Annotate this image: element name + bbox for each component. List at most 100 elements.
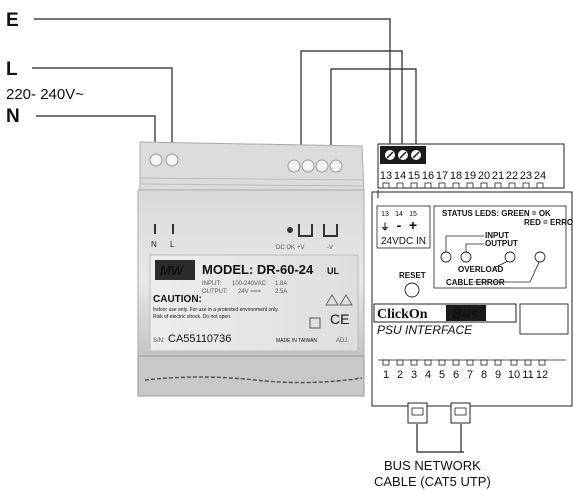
- led-input-label: INPUT: [485, 231, 509, 240]
- rj45-ports: [407, 402, 471, 424]
- voltage-label: 220- 240V~: [6, 86, 84, 103]
- bottom-terminal-tooth: [480, 359, 488, 366]
- top-terminal-21: 21: [492, 170, 504, 182]
- psu-output-label: OUTPUT:: [202, 289, 228, 295]
- bottom-terminal-tooth: [466, 359, 474, 366]
- top-terminal-tooth: [494, 182, 502, 189]
- meanwell-logo: [155, 260, 195, 280]
- bus-network-line-1: BUS NETWORK: [384, 458, 481, 473]
- top-terminal-tooth: [424, 182, 432, 189]
- serial-label: S/N:: [153, 338, 165, 344]
- mini-terminal-13: 13: [381, 211, 389, 218]
- psu-ac-screws: [149, 153, 179, 167]
- bottom-terminal-tooth: [524, 359, 532, 366]
- mini-terminal-symbol: -: [397, 217, 402, 233]
- bottom-terminal-6: 6: [453, 369, 459, 381]
- bottom-terminal-tooth: [510, 359, 518, 366]
- status-led-box: [433, 205, 567, 289]
- module-label-window: [519, 303, 569, 335]
- bottom-terminal-3: 3: [411, 369, 417, 381]
- top-terminal-tooth: [466, 182, 474, 189]
- live-label: L: [6, 59, 18, 80]
- psu-output-value: 24V ===: [238, 289, 261, 295]
- bus-cable-left: [416, 424, 464, 453]
- led-cable-error-label: CABLE ERROR: [446, 278, 505, 287]
- top-terminal-tooth: [382, 182, 390, 189]
- psu-output-current: 2.5A: [275, 289, 287, 295]
- reset-label: RESET: [399, 271, 426, 280]
- top-terminal-tooth: [508, 182, 516, 189]
- bus-network-line-2: CABLE (CAT5 UTP): [374, 474, 491, 489]
- bottom-terminal-tooth: [424, 359, 432, 366]
- top-terminal-24: 24: [534, 170, 546, 182]
- caution-line-2: Risk of electric shock. Do not open.: [153, 314, 231, 320]
- caution-line-1: Indoor use only. For use in a protected …: [153, 307, 279, 313]
- psu-input-current: 1.8A: [275, 281, 287, 287]
- bottom-terminal-tooth: [452, 359, 460, 366]
- status-leds-line-1: STATUS LEDS: GREEN = OK: [442, 209, 551, 218]
- status-leds-line-2: RED = ERROR: [524, 218, 573, 227]
- bottom-terminal-1: 1: [383, 369, 389, 381]
- psu-din-rail-clip: [144, 376, 363, 384]
- psu-terminal-n-label: N: [151, 240, 157, 249]
- brand-bus-box: [446, 305, 486, 321]
- psu-bottom-housing: [137, 355, 365, 397]
- live-wire: [32, 67, 173, 144]
- psu-input-value: 100-240VAC: [232, 281, 267, 287]
- dc-minus-wire: [330, 68, 417, 156]
- top-terminal-19: 19: [464, 170, 476, 182]
- top-terminal-13: 13: [380, 170, 392, 182]
- led-overload-label: OVERLOAD: [458, 265, 504, 274]
- bottom-terminal-7: 7: [467, 369, 473, 381]
- top-terminal-23: 23: [520, 170, 532, 182]
- mini-terminal-labels: 13⏚14-15+: [380, 211, 417, 233]
- top-terminal-tooth: [536, 182, 544, 189]
- brand-bus: Bus: [452, 305, 479, 321]
- reset-button[interactable]: [404, 282, 420, 298]
- power-supply-unit: N L DC OK +V -V MW MODEL: DR-60-24 INPUT…: [137, 141, 365, 397]
- mini-terminal-box: [376, 205, 431, 249]
- top-terminal-22: 22: [506, 170, 518, 182]
- bottom-terminal-8: 8: [481, 369, 487, 381]
- brand-clickon: ClickOn: [377, 307, 428, 322]
- ce-mark: CE: [330, 311, 349, 327]
- serial-number: CA55110736: [168, 333, 231, 345]
- bottom-terminal-10: 10: [508, 369, 520, 381]
- wires: [32, 18, 464, 453]
- neutral-wire: [36, 115, 156, 144]
- psu-interface-subtitle: PSU INTERFACE: [377, 323, 473, 337]
- earth-wire: [34, 18, 391, 148]
- top-terminal-tooth: [522, 182, 530, 189]
- top-terminal-14: 14: [394, 170, 406, 182]
- caution-title: CAUTION:: [153, 294, 202, 305]
- psu-dc-screws: [287, 159, 343, 173]
- dc-ok-label: DC OK: [276, 245, 295, 251]
- led-cable-error: [534, 251, 546, 263]
- adj-pot-box: [309, 317, 321, 329]
- led-overload: [504, 251, 516, 263]
- top-terminal-tooth: [452, 182, 460, 189]
- psu-dc-slots: [287, 224, 338, 237]
- made-in-taiwan: MADE IN TAIWAN: [276, 338, 317, 344]
- plus-v-label: +V: [297, 245, 305, 251]
- terminal-screw-slots: [386, 151, 420, 159]
- top-terminal-tooth: [480, 182, 488, 189]
- adj-label: ADJ.: [336, 338, 349, 344]
- dc-plus-wire: [300, 50, 403, 156]
- bottom-terminal-5: 5: [439, 369, 445, 381]
- led-input: [440, 251, 452, 263]
- mini-terminal-symbol: ⏚: [380, 222, 389, 232]
- mini-terminal-14: 14: [395, 211, 403, 218]
- ul-mark: UL: [327, 266, 339, 276]
- led-output-label: OUTPUT: [485, 239, 518, 248]
- bottom-terminal-tooth: [410, 359, 418, 366]
- top-terminal-20: 20: [478, 170, 490, 182]
- top-terminal-16: 16: [422, 170, 434, 182]
- warning-icons: [325, 294, 353, 306]
- bottom-terminal-tooth: [382, 359, 390, 366]
- top-terminal-tooth: [410, 182, 418, 189]
- psu-top-ridges: [139, 177, 365, 187]
- psu-terminal-l-label: L: [170, 240, 175, 249]
